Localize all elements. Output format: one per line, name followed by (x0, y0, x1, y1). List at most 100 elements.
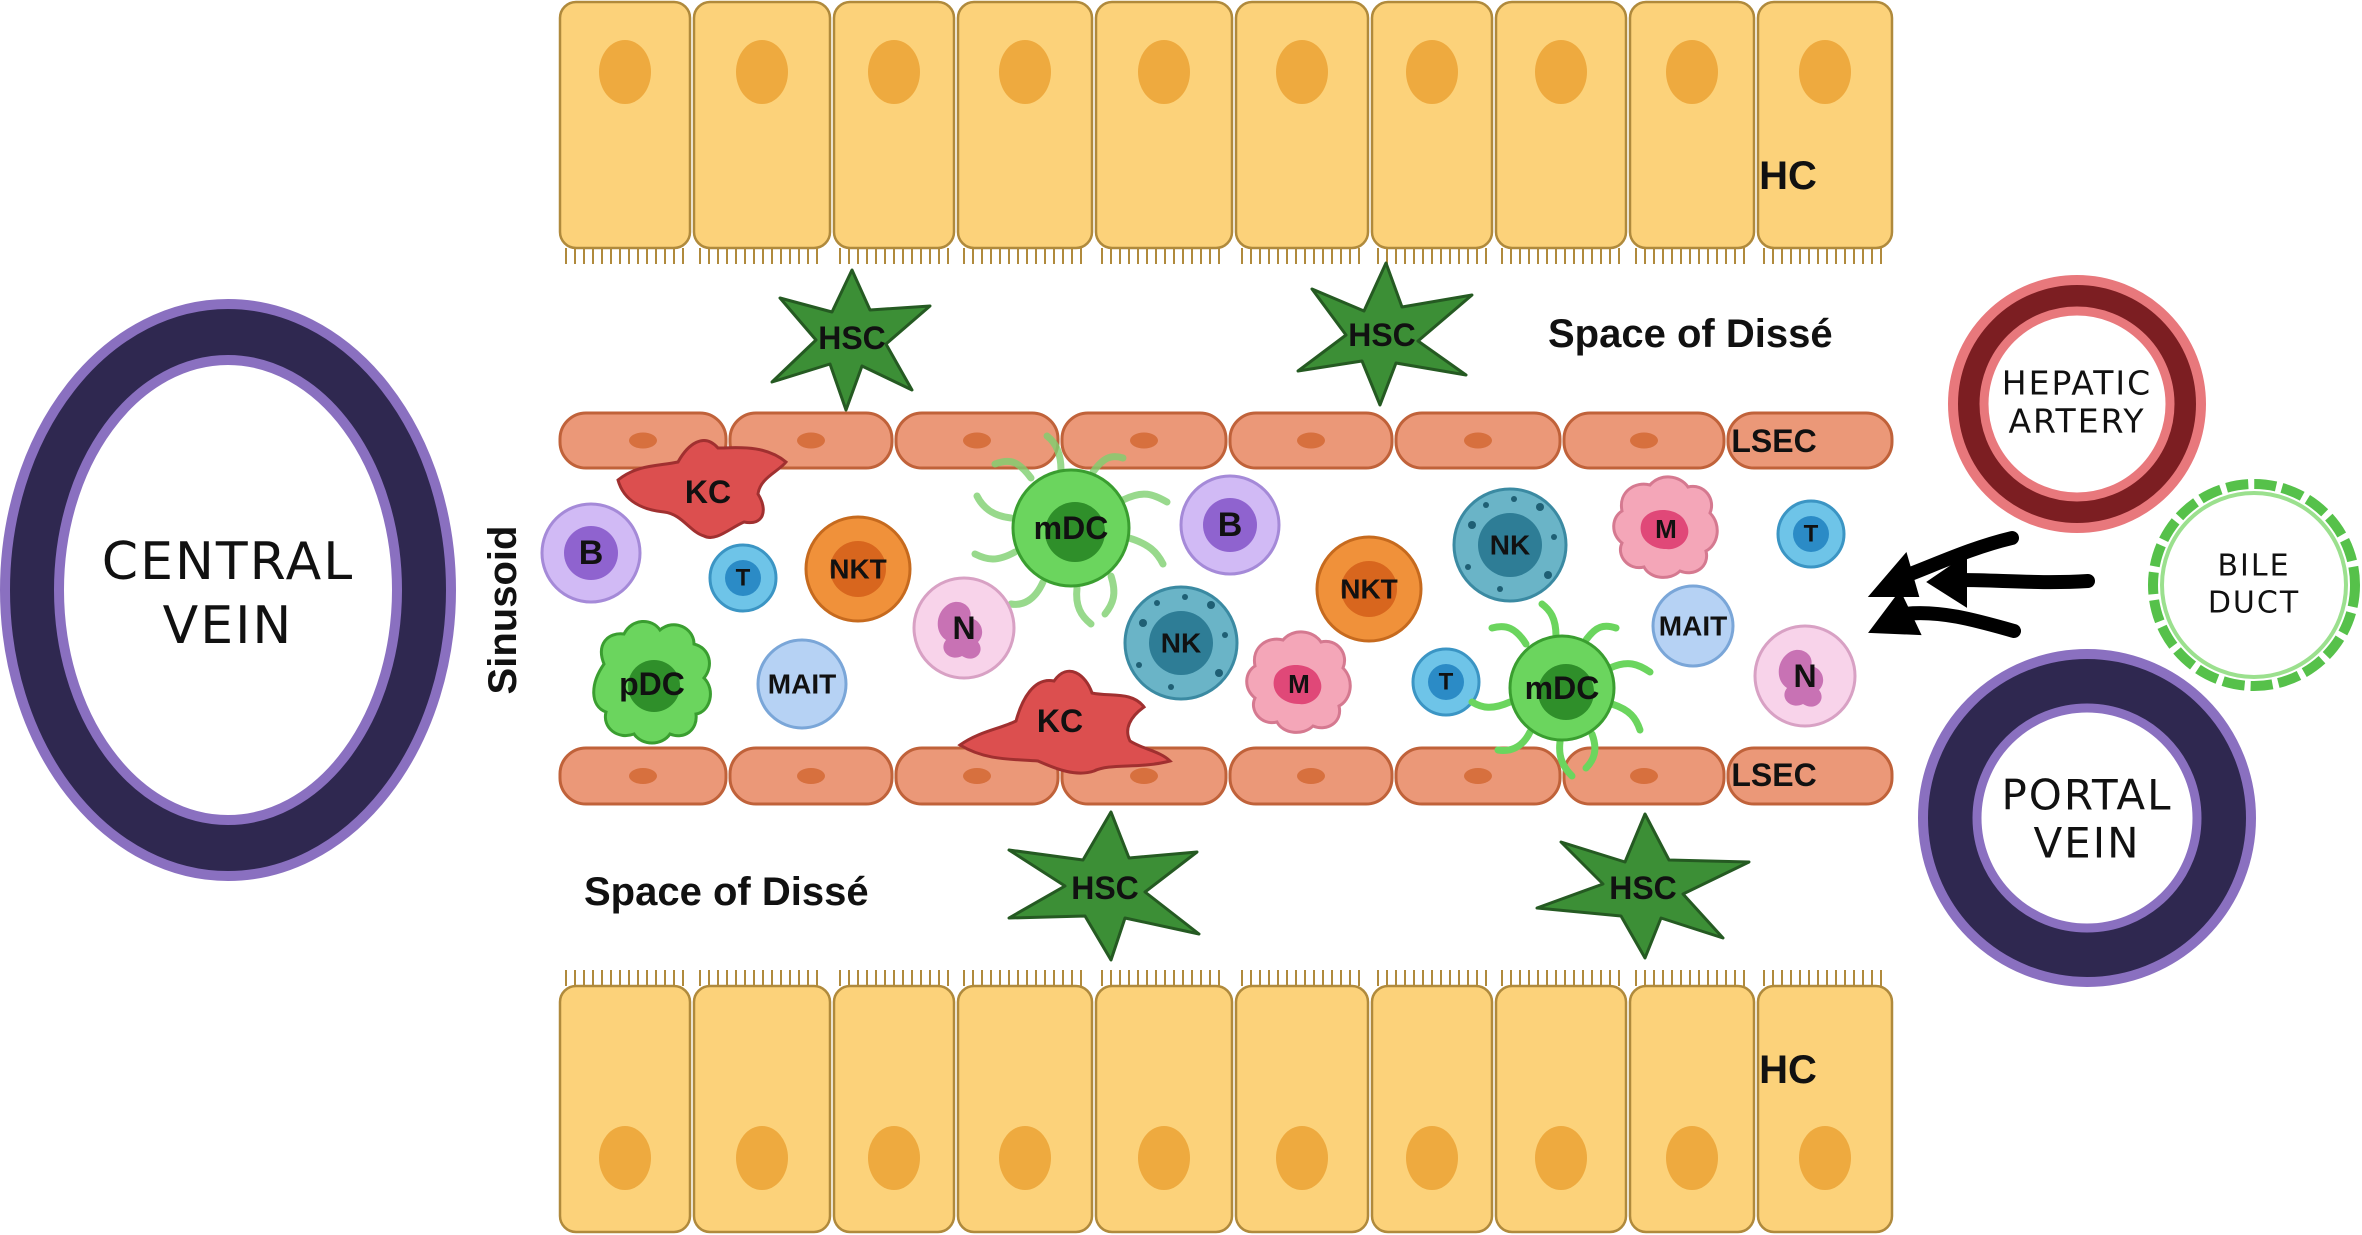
b-cell: B (540, 502, 642, 604)
kc-label: KC (685, 474, 731, 510)
nkt-label: NKT (1340, 574, 1398, 605)
t-cell: T (1776, 499, 1846, 569)
blood-flow-arrows (1867, 531, 2095, 638)
lsec-cell (1228, 411, 1394, 470)
lsec-cell (1394, 411, 1562, 470)
portal-vein: PORTAL VEIN (1918, 649, 2256, 987)
lsec-cell (894, 746, 1060, 806)
bile-duct-label-line2: DUCT (2208, 586, 2300, 621)
b-label: B (1218, 506, 1243, 544)
hepatocyte-nucleus (1799, 40, 1851, 104)
lsec-cell (1228, 746, 1394, 806)
hepatocyte-nucleus (999, 40, 1051, 104)
hepatocyte-nucleus (1406, 1126, 1458, 1190)
lsec-cell (894, 411, 1060, 470)
t-label: T (736, 565, 751, 592)
lsec-cell (1562, 746, 1726, 806)
hepatocyte-nucleus (1666, 1126, 1718, 1190)
hsc-label: HSC (1348, 317, 1416, 353)
pdc-cell: pDC (592, 620, 712, 745)
hepatocyte-cell (692, 0, 832, 264)
n-cell: N (1753, 624, 1857, 728)
lsec-cell (728, 746, 894, 806)
hepatocyte-cell (1494, 970, 1628, 1234)
hepatocyte-cell (956, 0, 1094, 264)
hepatocyte-cell (1234, 970, 1370, 1234)
hepatic-artery: HEPATIC ARTERY (1948, 275, 2206, 533)
hsc-cell: HSC (1535, 812, 1751, 960)
hepatocyte-cell (956, 970, 1094, 1234)
mdc-cell: mDC (1468, 600, 1654, 780)
mait-label: MAIT (1659, 611, 1727, 642)
lsec-nucleus (1464, 432, 1492, 449)
hepatocyte-cell (1756, 970, 1894, 1234)
hepatocyte-cell (1370, 970, 1494, 1234)
flow-arrow-icon (1867, 531, 2019, 597)
hepatocyte-cell (1628, 0, 1756, 264)
portal-vein-label-line1: PORTAL (2001, 771, 2172, 820)
lsec-cell (1060, 411, 1228, 470)
lsec-nucleus (1464, 768, 1492, 784)
b-label: B (579, 534, 604, 572)
hepatocyte-cell (1756, 0, 1894, 264)
b-cell: B (1179, 474, 1281, 576)
hepatocyte-cell (832, 0, 956, 264)
hepatocyte-cell (1094, 970, 1234, 1234)
lsec-nucleus (1630, 432, 1658, 449)
portal-vein-label-line2: VEIN (2033, 819, 2140, 868)
lsec-row-top (558, 411, 1894, 470)
mdc-cell: mDC (971, 432, 1171, 628)
mdc-label: mDC (1034, 510, 1109, 546)
hepatocyte-nucleus (1276, 40, 1328, 104)
hepatocyte-row-bottom: HC (558, 970, 1894, 1234)
hepatocyte-cell (1370, 0, 1494, 264)
lsec-label-bottom: LSEC (1731, 757, 1816, 793)
hepatocyte-cell (832, 970, 956, 1234)
bile-duct-label-line1: BILE (2217, 549, 2290, 584)
flow-arrow-icon (1926, 554, 2095, 608)
hepatocyte-nucleus (1535, 1126, 1587, 1190)
mait-label: MAIT (768, 669, 836, 700)
nk-label: NK (1490, 530, 1530, 561)
m-cell: M (1612, 475, 1719, 579)
hepatic-artery-label-line1: HEPATIC (2002, 364, 2152, 403)
hepatocyte-row-top: HC (558, 0, 1894, 264)
hepatocyte-nucleus (1799, 1126, 1851, 1190)
kc-cell: KC (616, 439, 789, 539)
t-cell: T (1411, 647, 1481, 717)
lsec-nucleus (1130, 432, 1158, 449)
hepatocyte-nucleus (599, 40, 651, 104)
lsec-nucleus (629, 768, 657, 784)
lsec-nucleus (629, 432, 657, 449)
central-vein-label-line2: VEIN (163, 596, 294, 656)
n-label: N (1793, 658, 1816, 694)
lsec-nucleus (1297, 768, 1325, 784)
hepatocyte-cell (1494, 0, 1628, 264)
hepatocyte-nucleus (1276, 1126, 1328, 1190)
hepatic-artery-label-line2: ARTERY (2008, 402, 2145, 441)
t-cell: T (708, 543, 778, 613)
n-cell: N (912, 576, 1016, 680)
nk-cell: NK (1452, 487, 1568, 603)
sinusoid-label: Sinusoid (481, 526, 525, 695)
lsec-nucleus (1297, 432, 1325, 449)
hsc-label: HSC (1071, 870, 1139, 906)
lsec-cell (1726, 746, 1894, 806)
hsc-label: HSC (1609, 870, 1677, 906)
lsec-cell (1394, 746, 1562, 806)
kc-label: KC (1037, 703, 1083, 739)
mait-cell: MAIT (756, 638, 848, 730)
lsec-nucleus (1630, 768, 1658, 784)
m-label: M (1288, 669, 1310, 699)
hsc-cell: HSC (1007, 810, 1201, 962)
hepatocyte-nucleus (1535, 40, 1587, 104)
lsec-nucleus (797, 768, 825, 784)
pdc-label: pDC (619, 666, 685, 702)
nk-cell: NK (1123, 585, 1239, 701)
hepatocyte-cell (1234, 0, 1370, 264)
hepatocyte-nucleus (999, 1126, 1051, 1190)
hepatocyte-nucleus (868, 40, 920, 104)
hepatocyte-cell (692, 970, 832, 1234)
m-cell: M (1245, 630, 1352, 734)
lsec-nucleus (797, 432, 825, 449)
